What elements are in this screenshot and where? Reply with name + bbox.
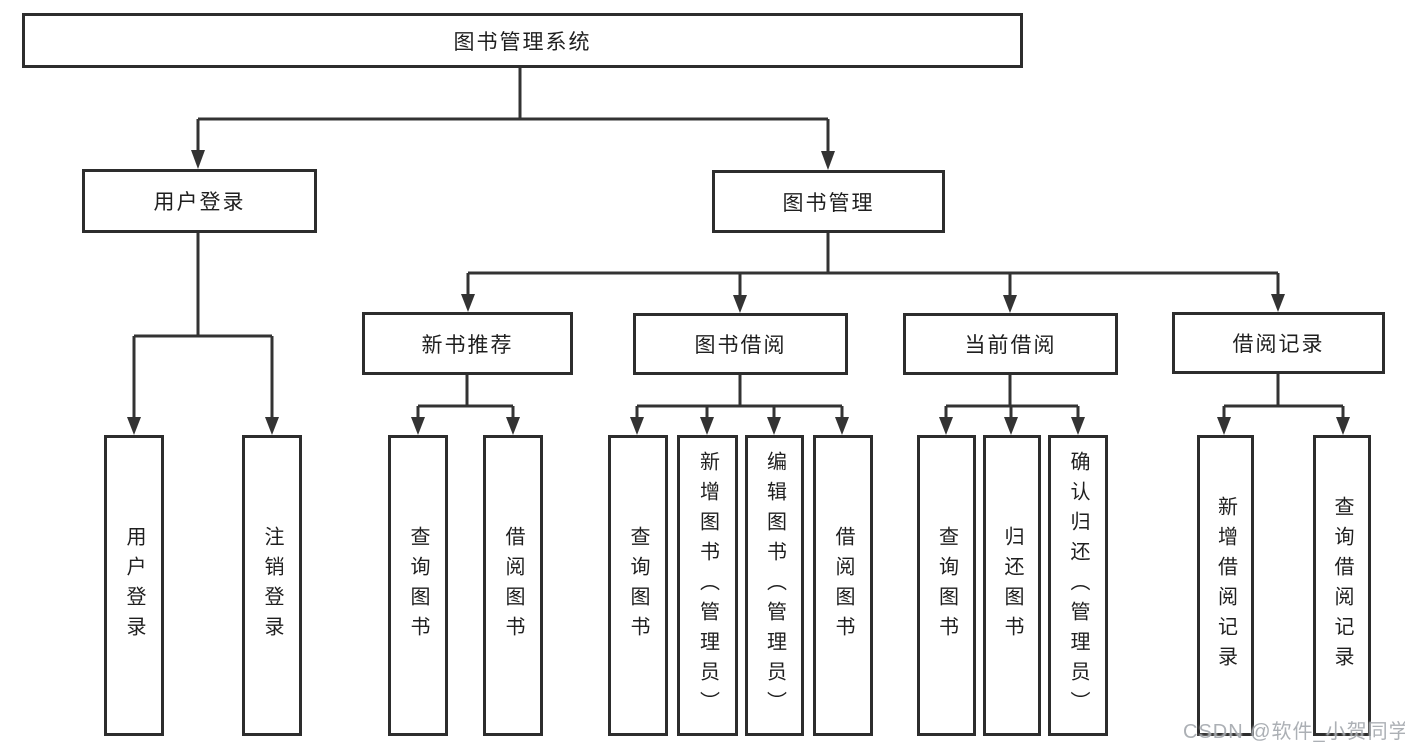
- node-book-management: 图书管理: [712, 170, 945, 233]
- node-label: 查询图书: [935, 525, 958, 646]
- node-label: 注销登录: [261, 525, 283, 646]
- node-user-login: 用户登录: [82, 169, 317, 233]
- node-label: 借阅图书: [502, 525, 524, 646]
- connector-book-management-children: [461, 233, 1285, 313]
- watermark-text: CSDN @软件_小贺同学: [1183, 721, 1405, 743]
- leaf-confirm-return-admin: 确认归还（管理员）: [1048, 435, 1108, 736]
- node-label: 图书借阅: [694, 334, 787, 357]
- node-label: 新增图书（管理员）: [696, 450, 719, 721]
- node-label: 当前借阅: [964, 334, 1057, 357]
- leaf-query-books-borrowing: 查询图书: [608, 435, 668, 736]
- leaf-edit-book-admin: 编辑图书（管理员）: [745, 435, 804, 736]
- node-current-borrowing: 当前借阅: [903, 313, 1118, 375]
- leaf-borrow-books-borrowing: 借阅图书: [813, 435, 873, 736]
- node-new-book-recommendation: 新书推荐: [362, 312, 573, 375]
- node-label: 图书管理: [782, 191, 875, 215]
- leaf-return-book: 归还图书: [983, 435, 1041, 736]
- node-label: 确认归还（管理员）: [1067, 450, 1089, 721]
- node-label: 借阅图书: [832, 525, 854, 646]
- connector-user-login-children: [127, 233, 279, 435]
- node-label: 用户登录: [153, 191, 246, 214]
- node-label: 新增借阅记录: [1214, 495, 1237, 676]
- leaf-add-borrow-record: 新增借阅记录: [1197, 435, 1254, 736]
- leaf-borrow-books-recommend: 借阅图书: [483, 435, 543, 736]
- leaf-add-book-admin: 新增图书（管理员）: [677, 435, 738, 736]
- connector-borrowing-records-children: [1217, 374, 1350, 435]
- node-borrowing-records: 借阅记录: [1172, 312, 1385, 374]
- node-library-management-system: 图书管理系统: [22, 13, 1023, 68]
- node-label: 借阅记录: [1232, 333, 1325, 356]
- connector-root-to-level2: [191, 66, 835, 170]
- leaf-query-books-recommend: 查询图书: [388, 435, 448, 736]
- connector-current-borrowing-children: [939, 375, 1085, 435]
- node-label: 查询借阅记录: [1331, 495, 1353, 676]
- node-label: 用户登录: [123, 525, 145, 646]
- leaf-query-borrow-record: 查询借阅记录: [1313, 435, 1371, 736]
- node-book-borrowing: 图书借阅: [633, 313, 848, 375]
- leaf-user-login: 用户登录: [104, 435, 164, 736]
- node-label: 查询图书: [407, 525, 429, 646]
- node-label: 图书管理系统: [453, 30, 592, 54]
- connector-new-book-recommendation-children: [411, 375, 520, 435]
- leaf-query-books-current: 查询图书: [917, 435, 976, 736]
- leaf-logout: 注销登录: [242, 435, 302, 736]
- node-label: 编辑图书（管理员）: [763, 450, 786, 721]
- node-label: 新书推荐: [421, 333, 514, 357]
- node-label: 归还图书: [1001, 525, 1023, 646]
- connector-book-borrowing-children: [630, 375, 849, 435]
- node-label: 查询图书: [627, 525, 649, 646]
